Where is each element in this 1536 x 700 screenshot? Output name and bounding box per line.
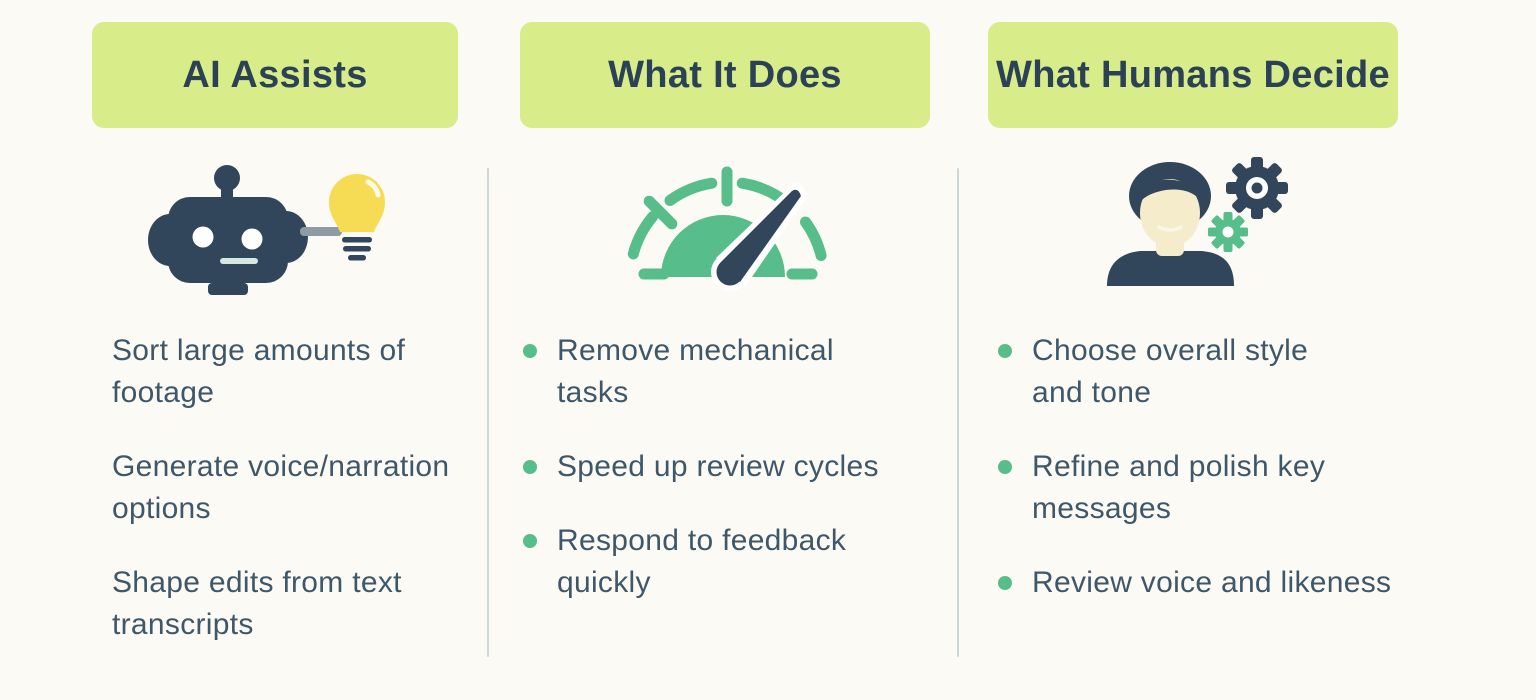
list-item-text: Remove mechanical tasks [557, 334, 834, 409]
list-item: Speed up review cycles [523, 446, 879, 488]
column-header-what-it-does: What It Does [520, 22, 930, 128]
list-item: Shape edits from text transcripts [112, 562, 449, 646]
list-item-text: Speed up review cycles [557, 450, 879, 483]
bullet-icon [998, 576, 1012, 590]
what-it-does-list: Remove mechanical tasks Speed up review … [523, 330, 879, 636]
speedometer-icon [600, 162, 860, 312]
bullet-icon [998, 460, 1012, 474]
bullet-icon [523, 344, 537, 358]
list-item-text: Sort large amounts of footage [112, 334, 406, 409]
what-humans-decide-list: Choose overall style and tone Refine and… [998, 330, 1391, 636]
list-item-text: Choose overall style and tone [1032, 334, 1309, 409]
column-divider [487, 168, 489, 657]
column-header-what-humans-decide: What Humans Decide [988, 22, 1398, 128]
list-item-text: Review voice and likeness [1032, 566, 1392, 599]
bullet-icon [998, 344, 1012, 358]
list-item: Review voice and likeness [998, 562, 1391, 604]
list-item-text: Shape edits from text transcripts [112, 566, 402, 641]
column-header-ai-assists: AI Assists [92, 22, 458, 128]
list-item: Remove mechanical tasks [523, 330, 879, 414]
person-gears-icon [1082, 150, 1312, 310]
column-divider [957, 168, 959, 657]
bullet-icon [523, 534, 537, 548]
ai-assists-list: Sort large amounts of footage Generate v… [112, 330, 449, 678]
list-item-text: Generate voice/narration options [112, 450, 450, 525]
list-item-text: Refine and polish key messages [1032, 450, 1326, 525]
list-item: Sort large amounts of footage [112, 330, 449, 414]
list-item: Respond to feedback quickly [523, 520, 879, 604]
bullet-icon [523, 460, 537, 474]
robot-lightbulb-icon [130, 150, 410, 320]
list-item: Generate voice/narration options [112, 446, 449, 530]
list-item: Refine and polish key messages [998, 446, 1391, 530]
list-item: Choose overall style and tone [998, 330, 1391, 414]
list-item-text: Respond to feedback quickly [557, 524, 847, 599]
